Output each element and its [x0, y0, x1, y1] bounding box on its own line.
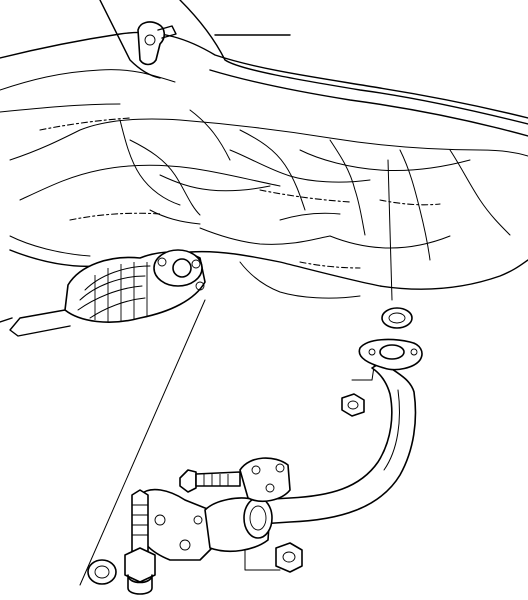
top-bracket-part	[137, 21, 177, 66]
nut-part	[341, 393, 365, 417]
catalytic-converter	[0, 249, 206, 337]
nut-lower-right	[275, 542, 303, 573]
gasket-lower-left	[87, 559, 117, 585]
lower-joint-assembly	[124, 457, 291, 595]
gasket-upper	[381, 307, 413, 329]
exhaust-pipe	[255, 338, 423, 525]
vehicle-underbody	[0, 0, 528, 299]
